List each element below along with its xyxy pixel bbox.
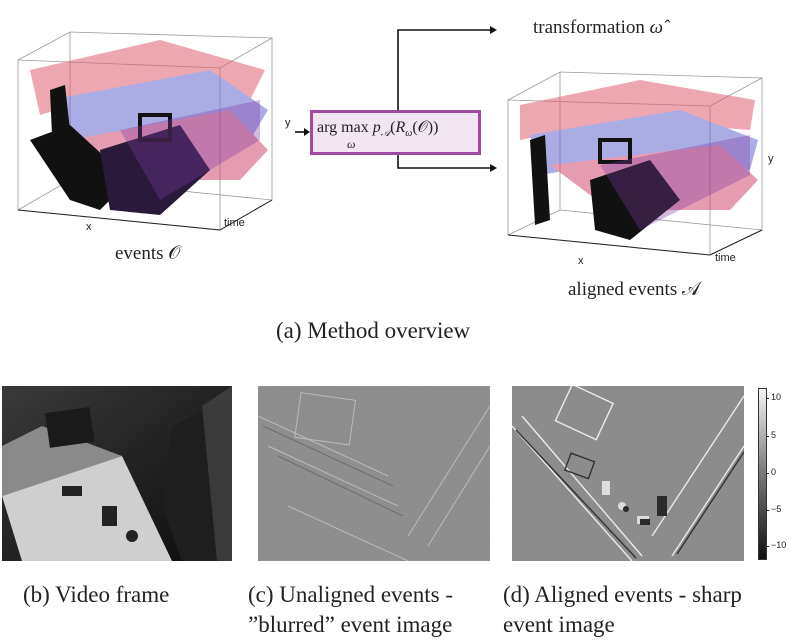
events-cube-right (507, 71, 763, 256)
colorbar (758, 388, 767, 560)
argmax-formula-box: arg max p𝒜(Rω(𝒪)) ω (310, 110, 481, 155)
flow-arrows (295, 26, 497, 172)
events-cube-left (17, 31, 273, 231)
right-cube-x-label: x (578, 255, 584, 267)
caption-a: (a) Method overview (276, 318, 471, 343)
formula-main: arg max p𝒜(Rω(𝒪)) (317, 119, 439, 140)
video-frame-image (2, 386, 232, 561)
caption-c: (c) Unaligned events - ”blurred” event i… (248, 582, 454, 637)
left-cube-y-label: y (285, 117, 291, 129)
left-cube-caption: events 𝒪 (115, 243, 181, 264)
colorbar-tick: 0 (765, 467, 777, 477)
caption-d: (d) Aligned events - sharp event image (503, 582, 742, 637)
right-cube-caption: aligned events 𝒜 (568, 279, 700, 300)
colorbar-tick: 10 (765, 392, 782, 402)
right-cube-time-label: time (715, 252, 736, 264)
colorbar-tick: −10 (765, 540, 787, 550)
formula-subscript: ω (347, 137, 356, 151)
caption-b: (b) Video frame (23, 582, 170, 607)
left-cube-x-label: x (86, 221, 92, 233)
colorbar-tick: −5 (765, 504, 782, 514)
unaligned-event-image (258, 386, 490, 561)
omega-hat: ω̂ (649, 17, 664, 38)
colorbar-tick: 5 (765, 430, 777, 440)
aligned-event-image (512, 386, 744, 561)
transformation-label: transformation ω̂ (533, 17, 664, 38)
left-cube-time-label: time (224, 217, 245, 229)
right-cube-y-label: y (768, 153, 774, 165)
